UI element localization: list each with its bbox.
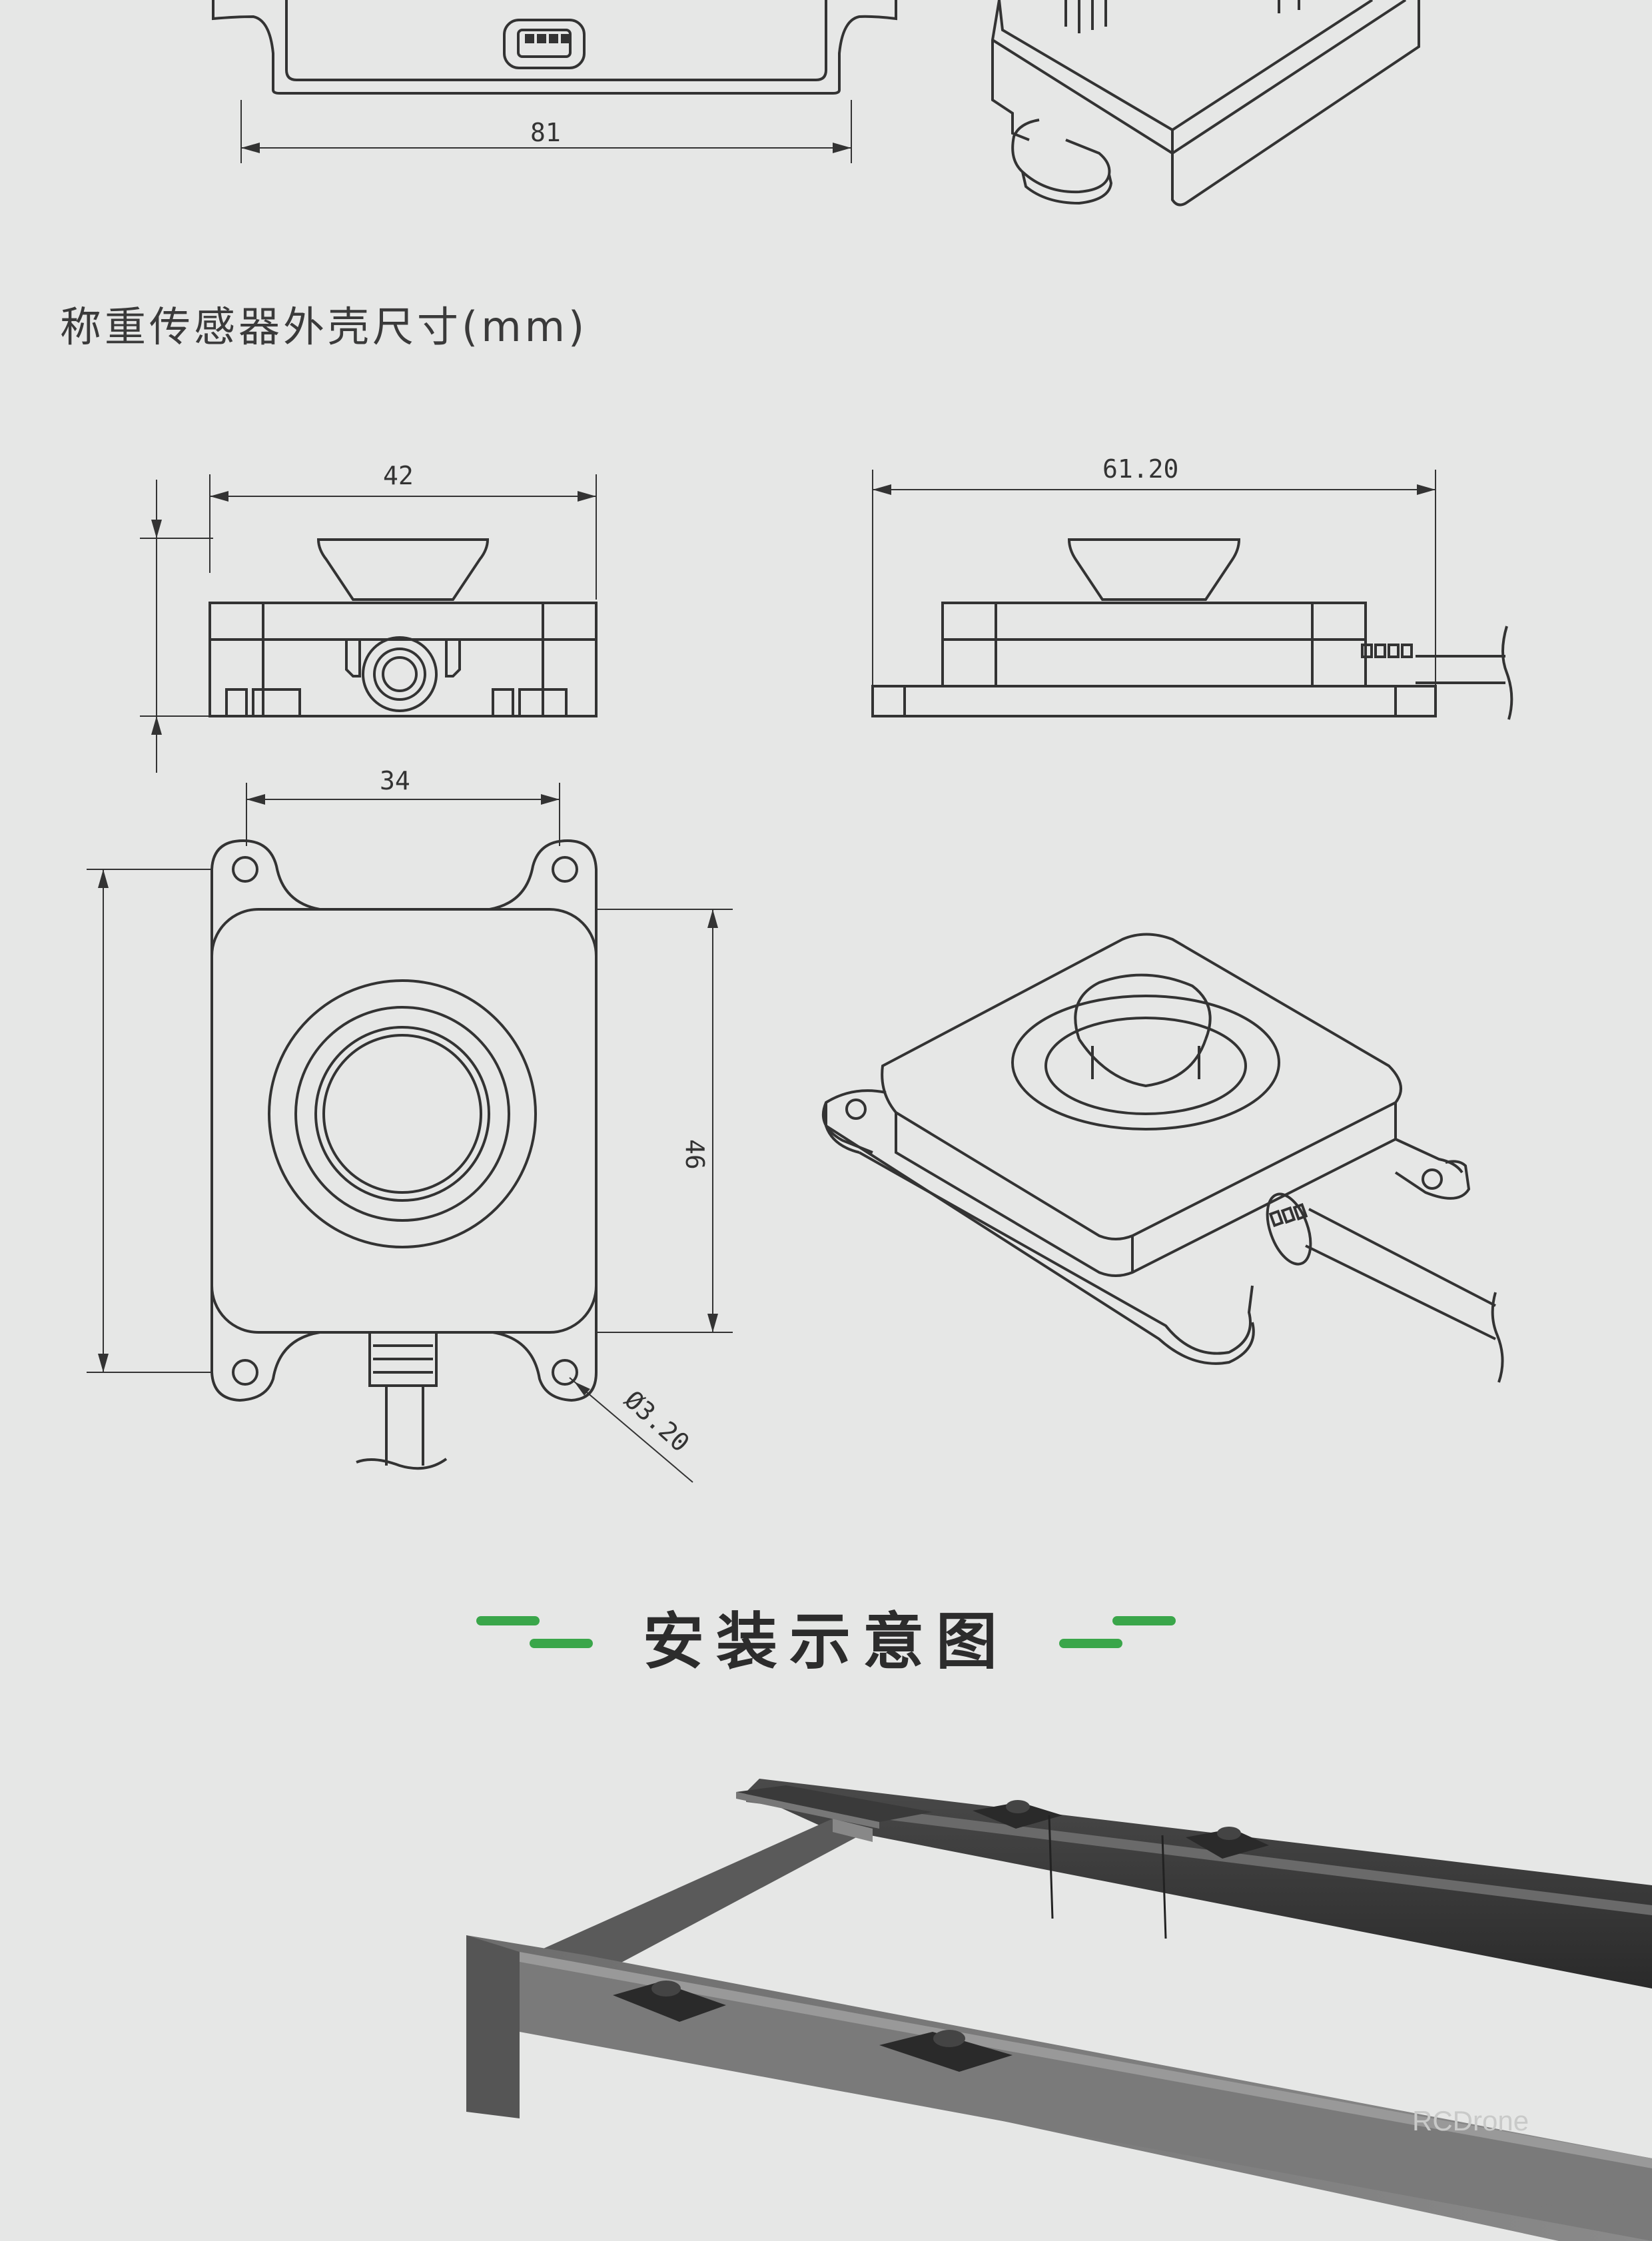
iso-sensor-view <box>822 933 1504 1383</box>
top-width-34-dimension: 34 <box>380 766 410 795</box>
top-width-dimension: 81 <box>530 118 561 147</box>
side-width-dimension: 61.20 <box>1102 454 1178 484</box>
source-url: https://rcdrone.top/ <box>1495 2198 1629 2216</box>
front-width-dimension: 42 <box>383 461 414 490</box>
sensor-unit <box>613 1981 726 2022</box>
top-iso-housing <box>991 0 1420 207</box>
side-view <box>871 470 1513 720</box>
section-title-installation: 安装示意图 <box>642 1606 1009 1677</box>
sensor-unit <box>973 1800 1062 1829</box>
hole-diameter-dimension: Ø3.20 <box>619 1385 695 1458</box>
top-view <box>87 783 733 1483</box>
front-view <box>140 474 598 773</box>
section-heading-dimensions: 称重传感器外壳尺寸(mm) <box>60 302 588 351</box>
sensor-unit <box>879 2030 1013 2072</box>
section-title-decoration <box>476 1616 1176 1648</box>
sensor-unit <box>1186 1827 1269 1859</box>
top-height-46-dimension: 46 <box>680 1139 709 1170</box>
top-housing-view <box>212 0 897 163</box>
watermark: RCDrone <box>1412 2105 1529 2136</box>
installation-photo <box>466 1779 1652 2241</box>
